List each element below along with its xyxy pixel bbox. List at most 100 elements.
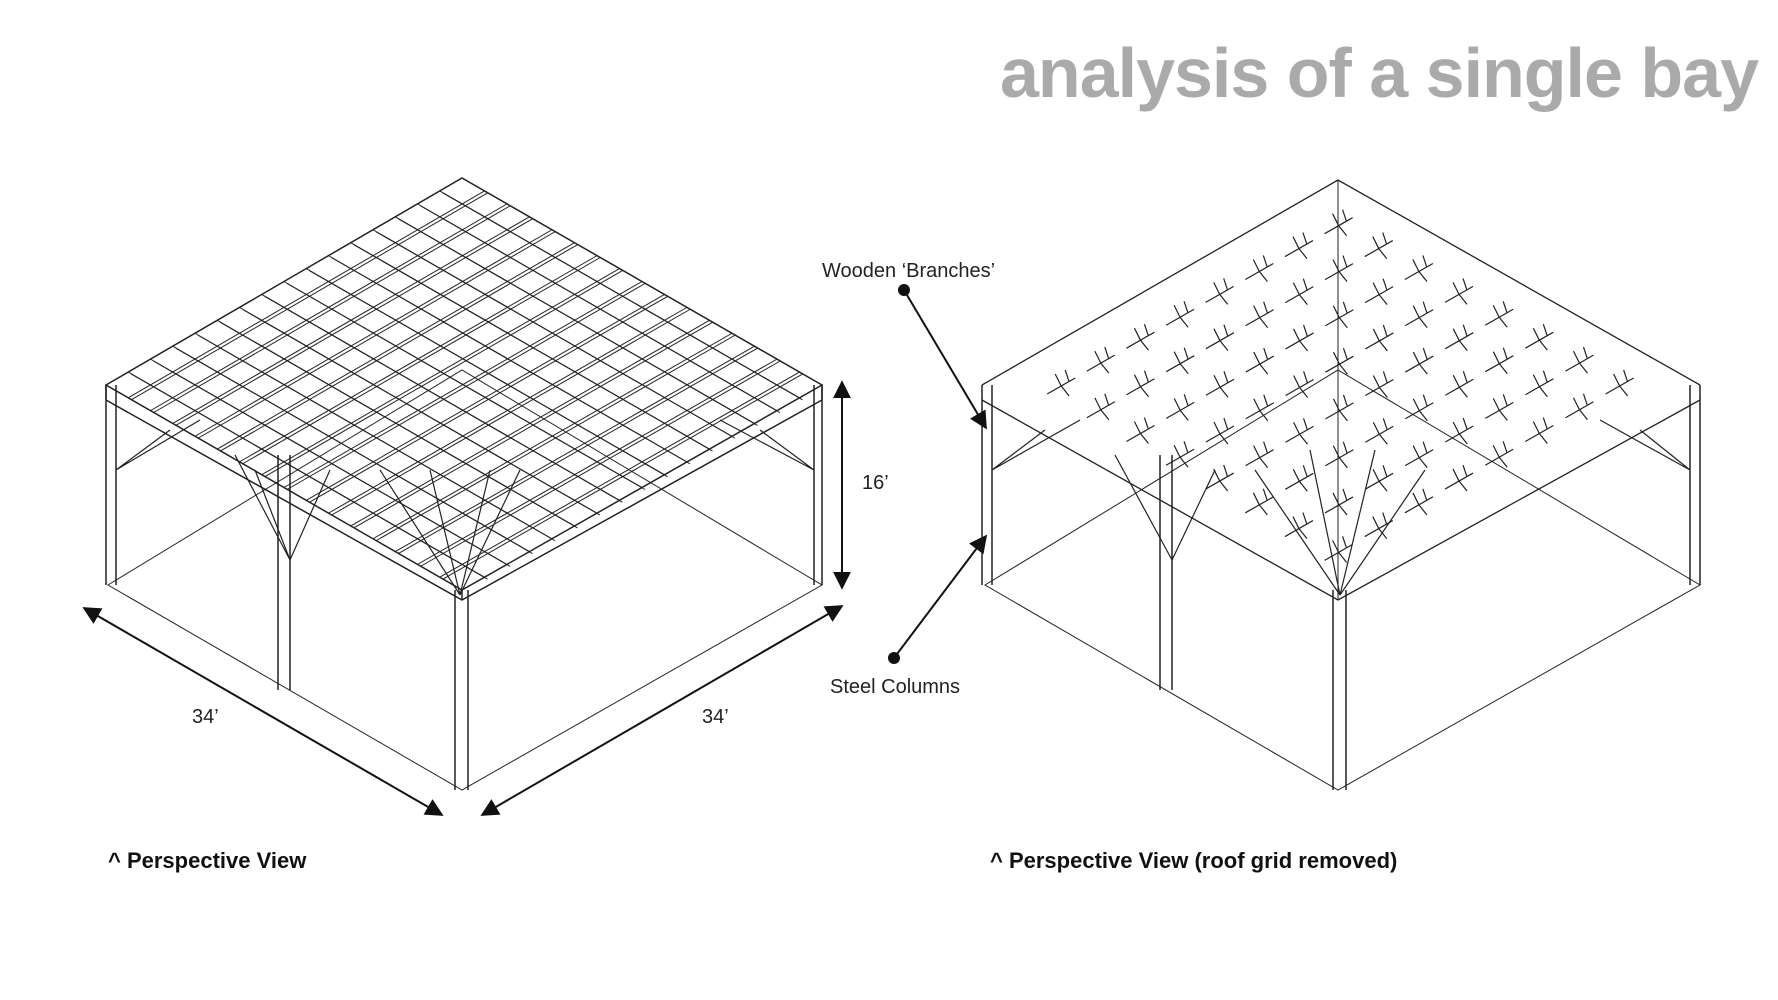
dim-line-right-width — [480, 605, 844, 816]
wooden-branch — [1245, 301, 1274, 329]
callout-line-branches — [903, 289, 987, 430]
left-perspective-drawing — [104, 177, 824, 791]
roof-grid-line — [375, 231, 736, 439]
wooden-branch — [1565, 346, 1594, 374]
roof-grid-line — [420, 205, 781, 414]
wooden-branch — [1404, 488, 1434, 516]
wooden-branch — [1285, 465, 1314, 492]
wooden-branch — [1365, 418, 1394, 445]
dimension-width-left: 34’ — [192, 706, 219, 728]
wooden-branch — [1405, 347, 1434, 375]
right-view-caption: ^ Perspective View (roof grid removed) — [990, 848, 1398, 873]
left-roof-grid — [127, 190, 803, 580]
wooden-branch — [1445, 371, 1474, 398]
left-branch-struts — [115, 419, 815, 596]
wooden-branch — [1285, 418, 1314, 445]
wooden-branch — [1284, 232, 1314, 259]
wooden-branch — [1364, 512, 1394, 539]
wooden-branch — [1165, 394, 1195, 421]
roof-grid-line — [331, 257, 691, 465]
wooden-branch — [1165, 441, 1195, 468]
wooden-branch — [1126, 370, 1155, 398]
wooden-branch — [1046, 369, 1076, 397]
wooden-branch — [1525, 370, 1554, 398]
right-perspective-drawing — [981, 179, 1701, 791]
callout-line-columns — [893, 534, 988, 659]
roof-grid-line — [353, 321, 713, 529]
callout-leaders — [888, 284, 988, 664]
wooden-branch — [1245, 488, 1274, 516]
wooden-branch — [1565, 393, 1594, 421]
roof-grid-line — [417, 358, 778, 565]
roof-grid-line — [286, 283, 646, 490]
wooden-branch — [1245, 441, 1274, 469]
wooden-branch — [1325, 301, 1354, 329]
left-view-caption: ^ Perspective View — [108, 848, 307, 873]
wooden-branch — [1444, 464, 1474, 492]
wooden-branch — [1404, 255, 1434, 282]
wooden-branch — [1364, 232, 1394, 259]
wooden-branch — [1285, 371, 1314, 398]
wooden-branch — [1245, 255, 1274, 282]
wooden-branch — [1325, 441, 1354, 469]
roof-grid-line — [420, 360, 781, 567]
roof-grid-line — [439, 371, 800, 578]
wooden-branch — [1364, 278, 1394, 306]
wooden-branch — [1605, 369, 1634, 397]
wooden-branch — [1364, 465, 1394, 492]
dimension-width-right: 34’ — [702, 706, 729, 728]
roof-grid-line — [309, 296, 668, 503]
wooden-branch — [1325, 348, 1354, 375]
wooden-branch — [1205, 371, 1235, 398]
roof-grid-line — [398, 347, 758, 554]
wooden-branch — [1086, 346, 1116, 374]
dimension-height: 16’ — [862, 472, 889, 494]
page-title: analysis of a single bay — [1000, 34, 1759, 112]
roof-grid-line — [372, 332, 733, 540]
right-ground-outline — [984, 369, 1701, 791]
roof-grid-line — [375, 334, 736, 542]
wooden-branch — [1285, 278, 1314, 306]
roof-grid-line — [398, 218, 758, 426]
roof-grid-line — [283, 281, 643, 488]
wooden-branch — [1324, 209, 1353, 237]
wooden-branch — [1205, 278, 1234, 305]
wooden-branch — [1525, 417, 1554, 444]
wooden-branch — [1484, 441, 1514, 468]
roof-grid-line — [353, 244, 713, 452]
wooden-branch — [1205, 417, 1235, 445]
wooden-branch — [1525, 323, 1554, 351]
wooden-branch — [1324, 255, 1354, 282]
wooden-branch — [1245, 347, 1275, 375]
wooden-branch — [1325, 394, 1354, 422]
wooden-branch — [1405, 394, 1434, 422]
dim-line-left-width — [82, 607, 444, 816]
wooden-branch — [1404, 441, 1434, 469]
wooden-branch — [1404, 301, 1434, 329]
wooden-branch — [1126, 323, 1155, 351]
wooden-branch — [1126, 417, 1155, 444]
wooden-branch — [1485, 347, 1514, 375]
wooden-branch — [1205, 464, 1234, 492]
right-roof-frame — [981, 179, 1701, 601]
wooden-branch — [1324, 536, 1353, 563]
roof-grid-line — [350, 319, 710, 527]
wooden-branch — [1365, 324, 1394, 352]
wooden-branch — [1284, 512, 1314, 539]
roof-grid-line — [442, 373, 803, 580]
left-columns — [105, 385, 823, 790]
roof-grid-line — [331, 308, 691, 516]
wooden-branch — [1285, 324, 1314, 352]
wooden-branch — [1485, 394, 1514, 421]
wooden-branch — [1086, 393, 1116, 421]
left-roof-edge — [104, 177, 824, 601]
wooden-branch — [1444, 417, 1474, 445]
roof-grid-line — [328, 306, 688, 514]
roof-grid-line — [395, 345, 755, 552]
right-wooden-branches — [1046, 209, 1634, 563]
right-columns — [981, 385, 1701, 790]
wooden-branch — [1324, 488, 1354, 516]
callout-label-columns: Steel Columns — [830, 676, 961, 698]
wooden-branch — [1165, 301, 1195, 328]
